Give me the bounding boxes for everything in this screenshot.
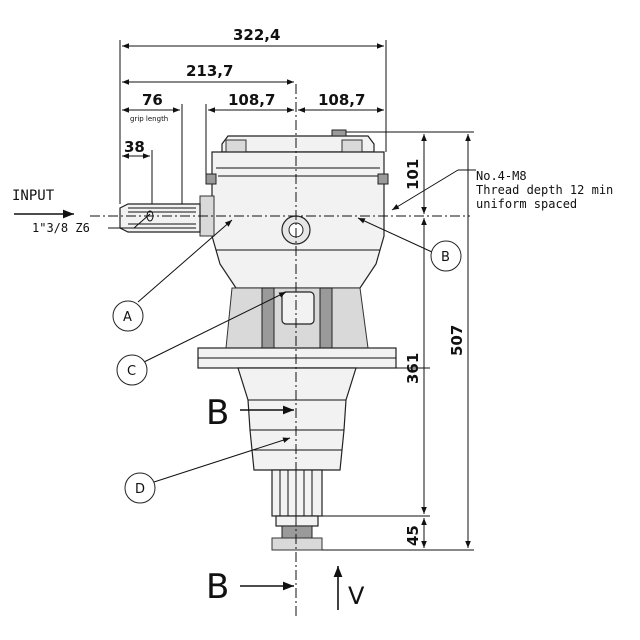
section-marker-top: B <box>206 393 294 433</box>
callout-c: C <box>116 291 287 386</box>
output-housing <box>237 367 357 551</box>
dim-output-shaft: 45 <box>404 518 427 548</box>
callout-a: A <box>112 219 233 332</box>
mounting-flange <box>197 287 397 369</box>
dim-overall-height: 507 <box>448 134 471 548</box>
dim-top-to-axis: 101 <box>404 134 427 214</box>
note-line-3: uniform spaced <box>476 197 577 211</box>
dim-spline-length: 38 <box>122 138 153 204</box>
dim-grip-length: 76 grip length <box>122 91 183 204</box>
callout-d-label: D <box>135 482 145 497</box>
shaft-spec-group: 1"3/8 Z6 <box>32 213 151 235</box>
dim-spline-length-label: 38 <box>124 138 145 156</box>
thread-note-group: No.4-M8 Thread depth 12 min uniform spac… <box>391 169 613 211</box>
dim-input-offset-label: 213,7 <box>186 62 233 80</box>
dim-axis-to-mount-label: 361 <box>404 353 422 384</box>
view-label: V <box>348 582 365 610</box>
dim-left-half-label: 108,7 <box>228 91 275 109</box>
gearbox-body <box>199 129 389 289</box>
input-shaft <box>119 203 201 233</box>
dim-overall-height-label: 507 <box>448 325 466 356</box>
view-marker: V <box>333 566 365 610</box>
callout-b: B <box>357 217 462 272</box>
section-marker-bottom: B <box>206 567 294 607</box>
dim-input-offset: 213,7 <box>122 62 294 85</box>
dim-output-shaft-label: 45 <box>404 525 422 546</box>
note-line-1: No.4-M8 <box>476 169 527 183</box>
grip-length-caption: grip length <box>130 115 168 123</box>
shaft-spec-label: 1"3/8 Z6 <box>32 221 90 235</box>
dim-right-extension-lines <box>322 131 474 551</box>
dim-axis-to-mount: 361 <box>404 218 427 514</box>
dim-right-half-label: 108,7 <box>318 91 365 109</box>
note-line-2: Thread depth 12 min <box>476 183 613 197</box>
input-label-group: INPUT <box>12 188 74 219</box>
dim-top-to-axis-label: 101 <box>404 159 422 190</box>
section-top-label: B <box>206 393 229 433</box>
callout-d: D <box>124 437 291 504</box>
dim-half-widths: 108,7 108,7 <box>205 91 384 174</box>
callout-a-label: A <box>123 310 132 325</box>
dim-overall-width: 322,4 <box>119 26 387 204</box>
callout-b-label: B <box>441 250 450 265</box>
dim-grip-length-label: 76 <box>142 91 163 109</box>
callout-c-label: C <box>127 364 136 379</box>
input-label: INPUT <box>12 188 55 204</box>
section-bottom-label: B <box>206 567 229 607</box>
dim-overall-width-label: 322,4 <box>233 26 280 44</box>
